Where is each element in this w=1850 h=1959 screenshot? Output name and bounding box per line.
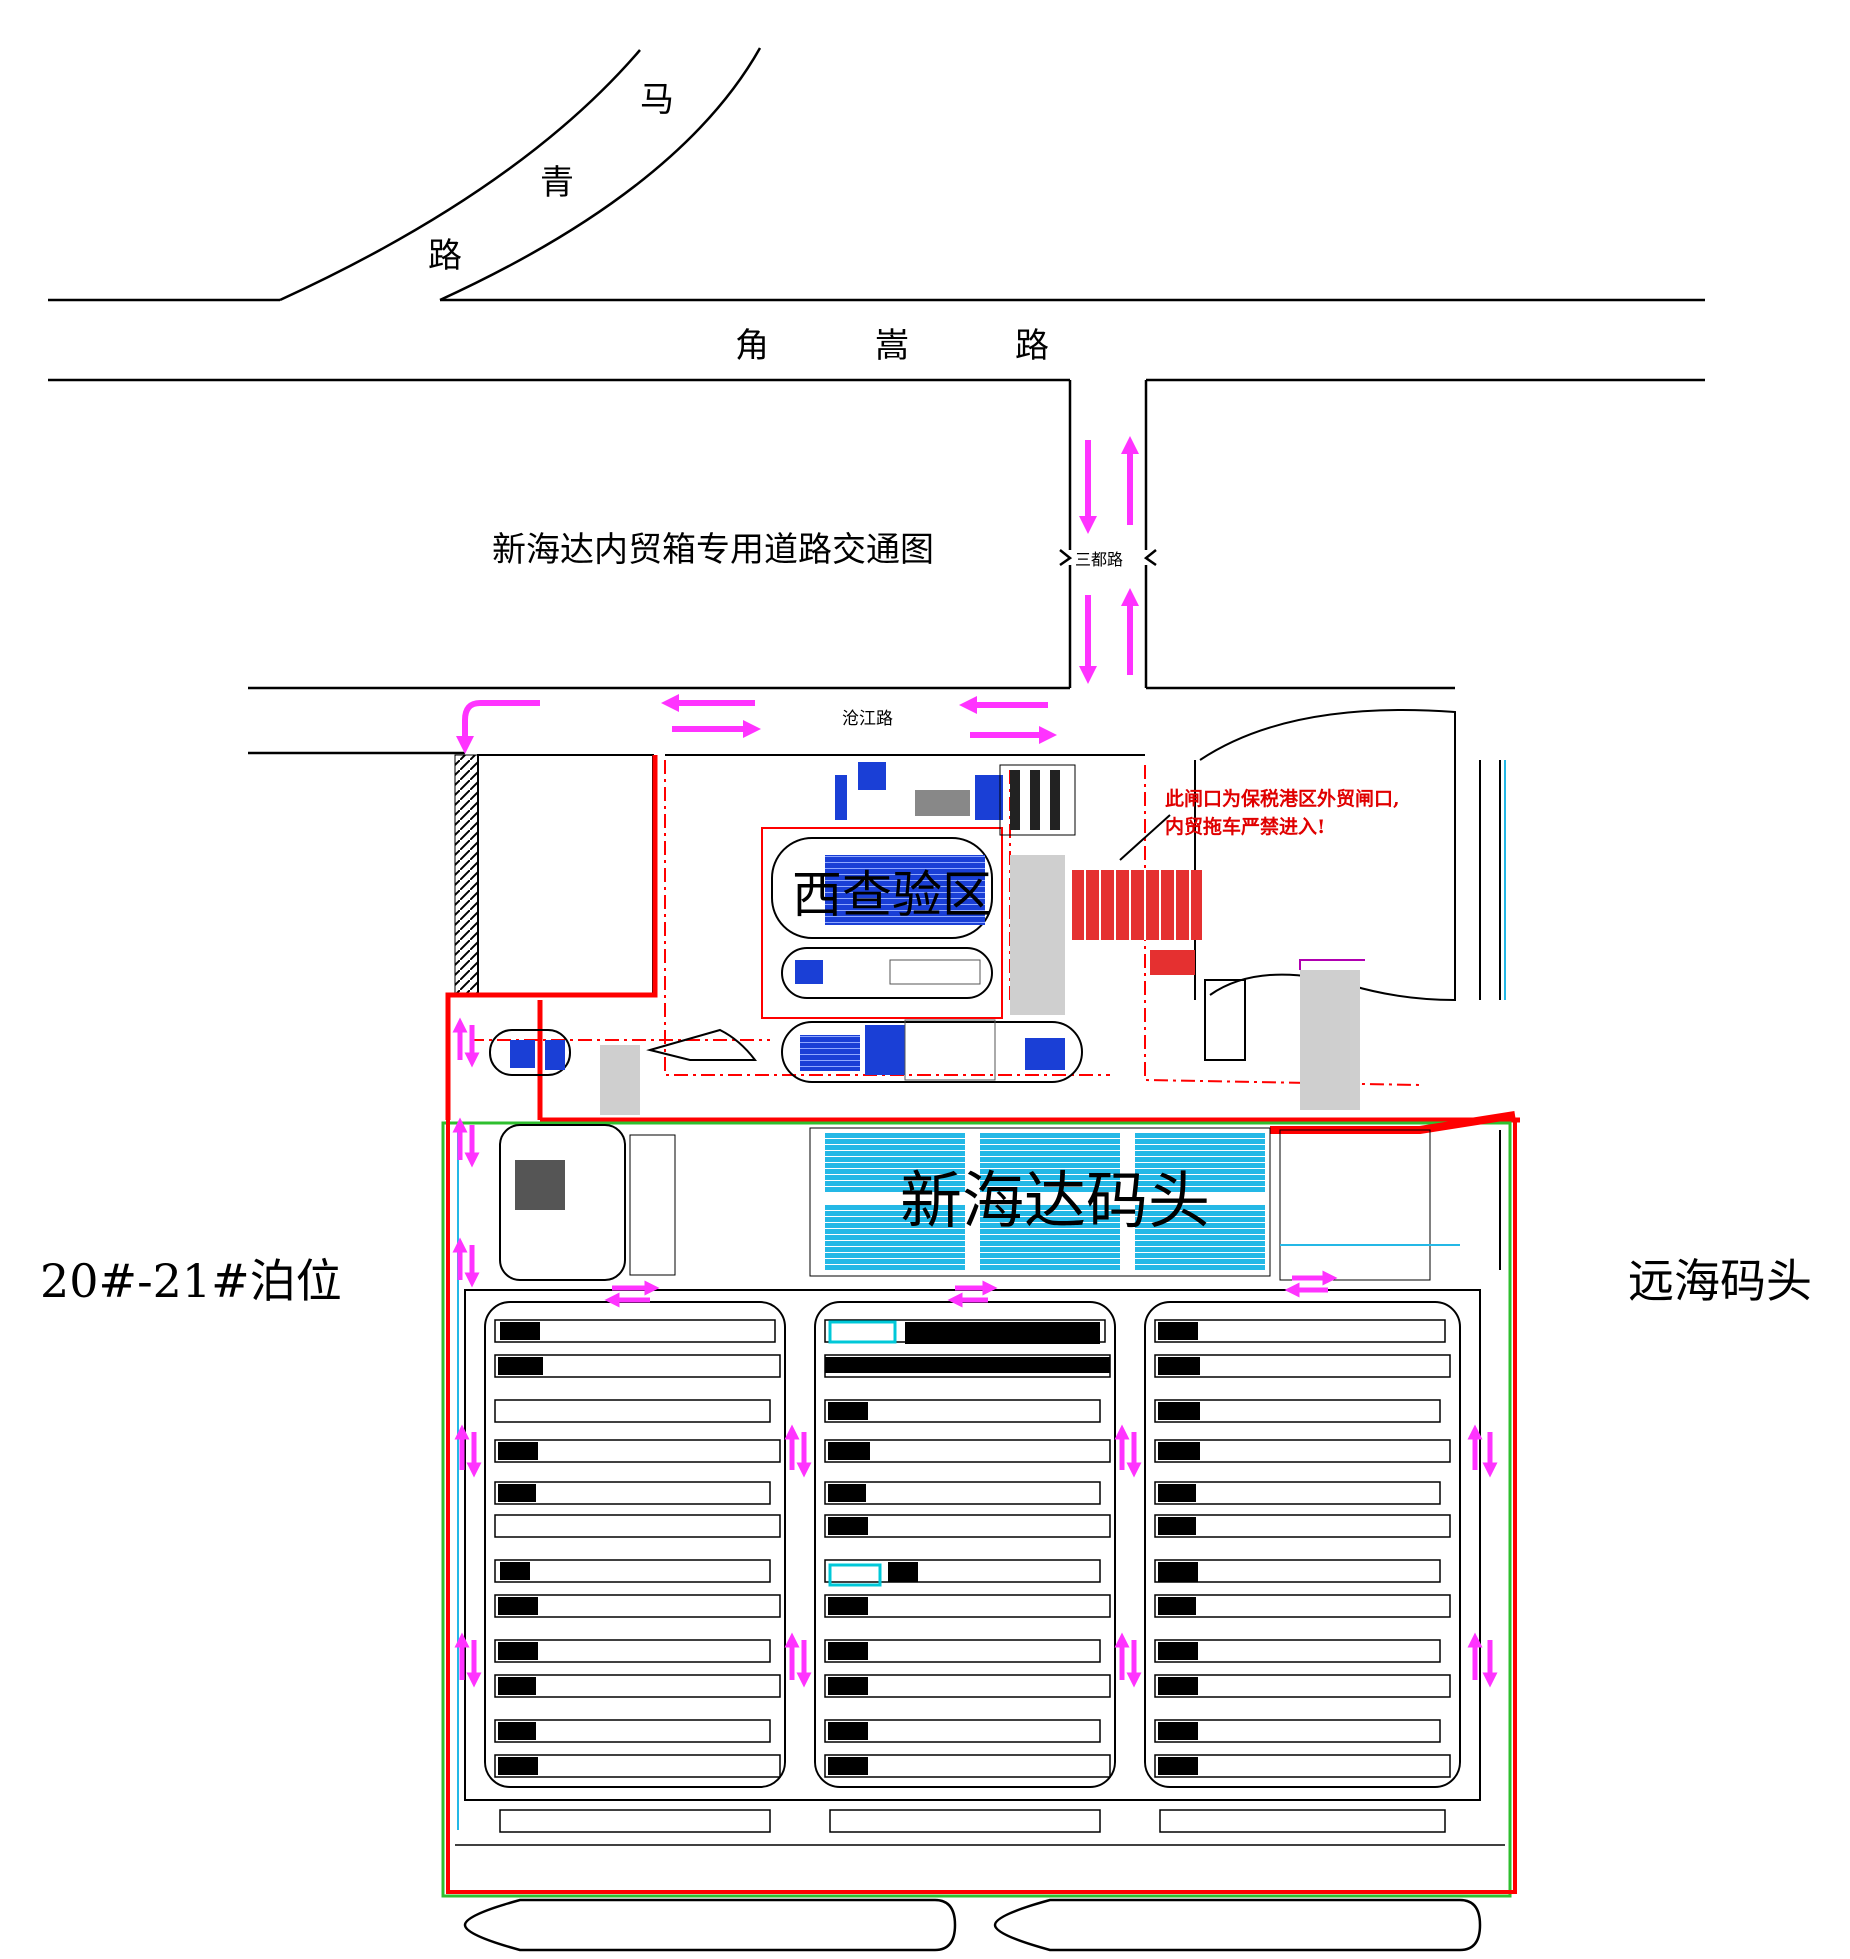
west-inspection-zone — [761, 827, 1083, 1083]
foreign-trade-gate — [1010, 814, 1365, 1110]
maqing-road-char-2: 青 — [540, 163, 574, 203]
left-hatched-strip — [454, 754, 479, 996]
gate-buildings — [835, 762, 1076, 836]
jiaosong-road-char-2: 嵩 — [875, 326, 909, 366]
sandu-road-label: 三都路 — [1075, 546, 1124, 570]
jiaosong-road-char-3: 路 — [1015, 326, 1049, 366]
right-terminal-label: 远海码头 — [1628, 1254, 1812, 1308]
maqing-road — [279, 47, 762, 302]
middle-facility — [489, 1028, 758, 1115]
jiaosong-road-char-1: 角 — [735, 326, 769, 366]
jiaosong-road — [48, 298, 1705, 382]
sandu-road — [1059, 380, 1157, 688]
west-inspection-label: 西查验区 — [792, 866, 992, 924]
red-boundary — [445, 755, 1520, 1123]
cangjiang-road-label: 沧江路 — [842, 709, 893, 729]
traffic-arrow-icon — [456, 436, 1139, 754]
gate-notice-line2: 内贸拖车严禁进入! — [1165, 816, 1326, 838]
maqing-road-char-3: 路 — [428, 236, 462, 276]
ship-icon — [463, 1898, 1482, 1952]
terminal-front-yard — [499, 1124, 1460, 1281]
terminal-label: 新海达码头 — [900, 1164, 1211, 1237]
maqing-road-char-1: 马 — [640, 80, 674, 120]
traffic-arrow-icon — [452, 1017, 1498, 1688]
map-title: 新海达内贸箱专用道路交通图 — [492, 530, 934, 570]
cangjiang-road — [248, 686, 1455, 755]
yuanhai-quay — [1479, 760, 1506, 1270]
left-yard-box — [477, 754, 654, 996]
left-berth-label: 20#-21#泊位 — [40, 1254, 342, 1308]
container-blocks — [455, 1289, 1505, 1846]
gate-notice-line1: 此闸口为保税港区外贸闸口, — [1165, 788, 1400, 810]
